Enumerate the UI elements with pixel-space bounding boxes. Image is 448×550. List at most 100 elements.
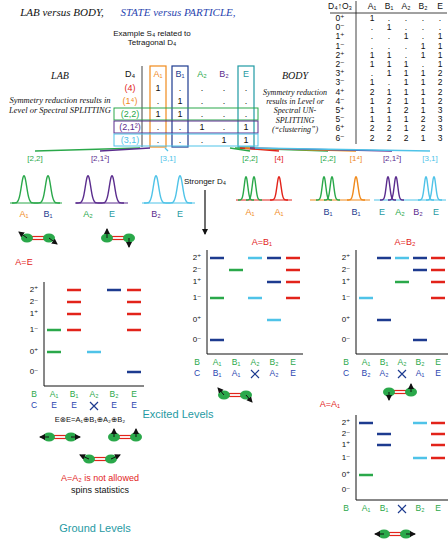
- label: 2⁺: [342, 418, 351, 427]
- label: E: [290, 369, 296, 379]
- label: E: [379, 207, 385, 217]
- forbidden-mark: [398, 370, 406, 378]
- label: 1: [221, 135, 226, 145]
- bond: [32, 239, 44, 240]
- label: 3: [438, 134, 443, 144]
- motion-arrow: [375, 534, 384, 535]
- splitting-arrow: [100, 148, 150, 151]
- spectral-peak: [270, 177, 288, 200]
- label: E: [243, 69, 249, 79]
- label: B₂: [413, 207, 423, 217]
- label: B₁: [232, 358, 241, 368]
- bond: [119, 435, 131, 436]
- label: .: [201, 96, 204, 106]
- label: (2,1²): [119, 122, 141, 132]
- label: 0⁻: [342, 485, 351, 494]
- label: 1: [177, 96, 182, 106]
- spectral-peak: [100, 176, 124, 203]
- molecule: [80, 455, 120, 464]
- level-bar: [267, 257, 281, 260]
- label: A₂: [251, 358, 260, 368]
- chart-axis: [44, 386, 144, 387]
- molecule: [375, 530, 415, 539]
- motion-arrow: [136, 429, 137, 437]
- chart-axis: [356, 354, 448, 355]
- level-bar: [127, 289, 141, 292]
- level-bar: [229, 269, 243, 272]
- level-bar: [431, 444, 445, 447]
- label: A₂: [270, 369, 279, 379]
- label: 2⁺: [30, 285, 39, 294]
- label: B₁: [380, 504, 389, 514]
- label: A₂: [395, 207, 405, 217]
- splitting-arrow: [165, 148, 168, 151]
- bond: [94, 457, 106, 458]
- label: B: [194, 358, 200, 368]
- label: 0⁻: [193, 335, 202, 344]
- label: .: [223, 122, 226, 132]
- level-bar: [67, 301, 81, 304]
- label: STATE versus PARTICLE,: [120, 6, 235, 19]
- label: 2⁻: [193, 265, 202, 274]
- forbidden-mark: [251, 370, 259, 378]
- label: .: [223, 96, 226, 106]
- label: A₂: [402, 2, 411, 12]
- label: [4]: [275, 154, 284, 163]
- label: 1⁺: [193, 277, 202, 286]
- chart-axis: [356, 500, 448, 501]
- bond: [394, 390, 406, 391]
- label: [3,1]: [160, 154, 176, 163]
- molecule: [40, 433, 80, 442]
- label: Stronger D₄: [184, 177, 226, 186]
- bond: [54, 435, 66, 436]
- label: B₁: [43, 209, 52, 219]
- spectral-peak: [388, 177, 404, 200]
- label: A₂: [90, 390, 99, 400]
- label: [2,2]: [27, 154, 43, 163]
- level-bar: [87, 351, 101, 354]
- bond: [112, 236, 124, 237]
- label: .: [179, 135, 182, 145]
- level-bar: [267, 281, 281, 284]
- label: B: [343, 504, 349, 514]
- bond: [54, 438, 66, 439]
- label: A₁: [368, 2, 377, 12]
- label: E: [435, 358, 441, 368]
- level-bar: [248, 297, 262, 300]
- label: (1⁴): [123, 96, 138, 106]
- label: .: [223, 109, 226, 119]
- label: [3,1]: [422, 154, 438, 163]
- bond: [32, 236, 44, 237]
- label: (2,2): [121, 109, 140, 119]
- label: 1⁻: [193, 293, 202, 302]
- label: B₂: [219, 69, 229, 79]
- level-bar: [431, 433, 445, 436]
- label: B₁: [175, 69, 184, 79]
- label: A₁: [232, 369, 241, 379]
- level-bar: [47, 329, 61, 332]
- label: A=A₂ is not allowed: [61, 473, 139, 483]
- forbidden-mark: [90, 402, 98, 410]
- label: E: [131, 390, 137, 400]
- label: B: [343, 358, 349, 368]
- label: 2: [370, 134, 375, 144]
- label: 0⁺: [342, 315, 351, 324]
- motion-arrow: [411, 384, 412, 392]
- label: E⊗E=A₁⊕B₁⊕A₂⊕B₂: [55, 416, 125, 425]
- label: A₁: [274, 207, 283, 217]
- chart-axis: [356, 415, 357, 500]
- label: Ground Levels: [59, 522, 131, 535]
- level-bar: [248, 257, 262, 260]
- spectral-peak: [12, 176, 36, 203]
- label: 1⁻: [342, 293, 351, 302]
- level-bar: [413, 422, 427, 425]
- label: E: [435, 504, 441, 514]
- label: B₁: [70, 390, 79, 400]
- motion-arrow: [40, 437, 49, 438]
- label: .: [157, 96, 160, 106]
- spectral-peak: [347, 177, 365, 200]
- label: E: [435, 369, 441, 379]
- level-bar: [210, 339, 224, 342]
- label: B₂: [362, 369, 371, 379]
